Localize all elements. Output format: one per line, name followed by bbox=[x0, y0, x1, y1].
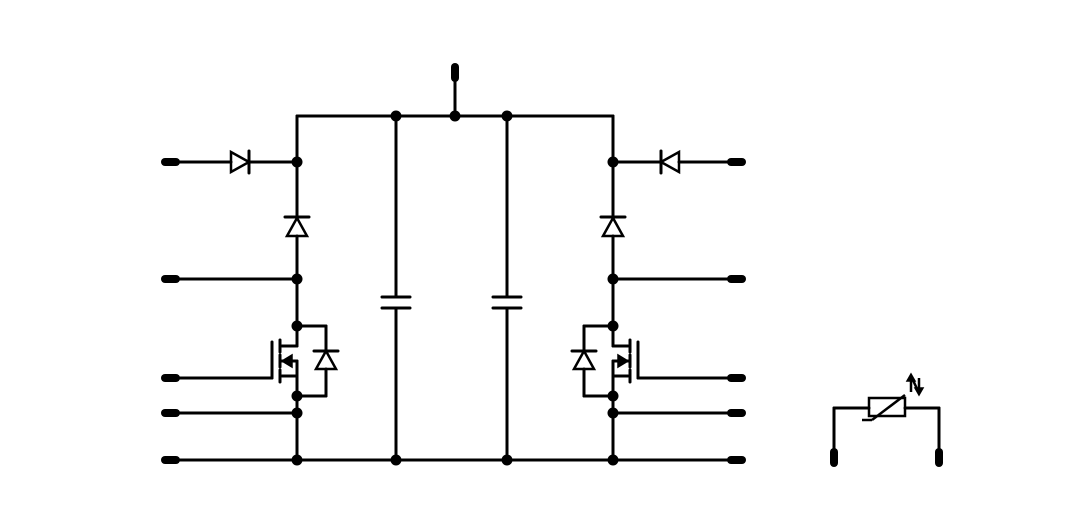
junction-dot bbox=[291, 407, 303, 419]
right-series-diode bbox=[658, 149, 681, 175]
junction-dot bbox=[291, 156, 303, 168]
left-body-diode bbox=[312, 348, 340, 371]
left-series-diode bbox=[229, 149, 252, 175]
junction-dot bbox=[291, 273, 303, 285]
junction-dot bbox=[449, 110, 461, 122]
right-half-bridge bbox=[570, 114, 746, 462]
junction-dot bbox=[607, 156, 619, 168]
left-mosfet bbox=[168, 320, 328, 402]
left-half-bridge bbox=[161, 114, 340, 462]
junction-dot bbox=[607, 407, 619, 419]
capacitor-right bbox=[491, 114, 523, 462]
right-body-diode bbox=[570, 348, 598, 371]
right-mosfet bbox=[582, 320, 740, 402]
bottom-bus bbox=[161, 454, 746, 466]
junction-dot bbox=[607, 273, 619, 285]
top-bus bbox=[295, 63, 615, 122]
left-freewheel-diode bbox=[283, 215, 311, 238]
thermistor bbox=[830, 372, 943, 467]
right-freewheel-diode bbox=[599, 215, 627, 238]
capacitor-left bbox=[380, 114, 412, 462]
